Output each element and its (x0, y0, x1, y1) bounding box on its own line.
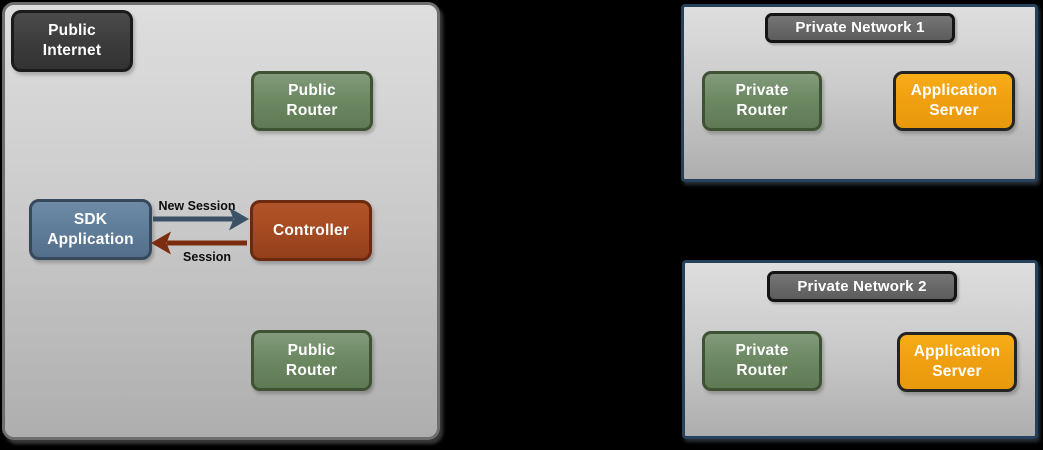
application-server-2-node: Application Server (897, 332, 1017, 392)
sdk-application-label: SDK Application (47, 210, 134, 248)
application-server-1-label: Application Server (910, 82, 998, 119)
public-internet-label: Public Internet (42, 22, 102, 59)
public-internet-node: Public Internet (11, 10, 133, 72)
public-router-top-node: Public Router (251, 71, 373, 131)
controller-node: Controller (250, 200, 372, 261)
application-server-1-node: Application Server (893, 71, 1015, 131)
public-router-bottom-label: Public Router (285, 341, 338, 379)
private-network-1-title: Private Network 1 (795, 19, 925, 37)
private-router-2-label: Private Router (735, 342, 789, 379)
private-router-2-node: Private Router (702, 331, 822, 391)
private-router-1-node: Private Router (702, 71, 822, 131)
private-network-2-title: Private Network 2 (797, 277, 927, 295)
application-server-2-label: Application Server (913, 343, 1001, 380)
public-router-bottom-node: Public Router (251, 330, 372, 391)
private-network-2-title-badge: Private Network 2 (767, 271, 957, 302)
sdk-application-node: SDK Application (29, 199, 152, 260)
public-router-top-label: Public Router (286, 82, 338, 119)
private-router-1-label: Private Router (735, 82, 789, 119)
controller-label: Controller (272, 221, 350, 239)
private-network-1-title-badge: Private Network 1 (765, 13, 955, 43)
